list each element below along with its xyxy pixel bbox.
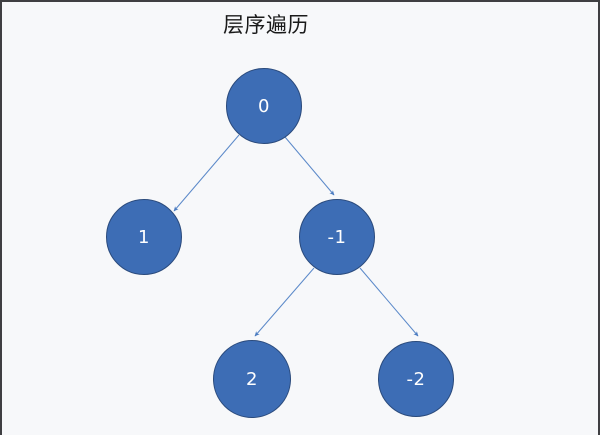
tree-node-right-right[interactable]: -2 (378, 341, 454, 417)
tree-node-left[interactable]: 1 (106, 199, 182, 275)
page-title: 层序遍历 (223, 13, 309, 37)
tree-edge-right-to-right-left (254, 267, 315, 337)
tree-node-root[interactable]: 0 (226, 68, 302, 144)
tree-node-label: -2 (406, 368, 426, 390)
tree-node-right[interactable]: -1 (299, 199, 375, 275)
tree-node-right-left[interactable]: 2 (213, 340, 291, 418)
tree-edge-right-to-right-right (359, 267, 419, 337)
tree-node-label: -1 (327, 226, 347, 248)
tree-node-label: 2 (246, 368, 258, 390)
tree-edge-root-to-left (173, 134, 240, 212)
tree-edge-root-to-right (284, 136, 335, 196)
tree-node-label: 0 (258, 95, 270, 117)
tree-node-label: 1 (138, 226, 150, 248)
